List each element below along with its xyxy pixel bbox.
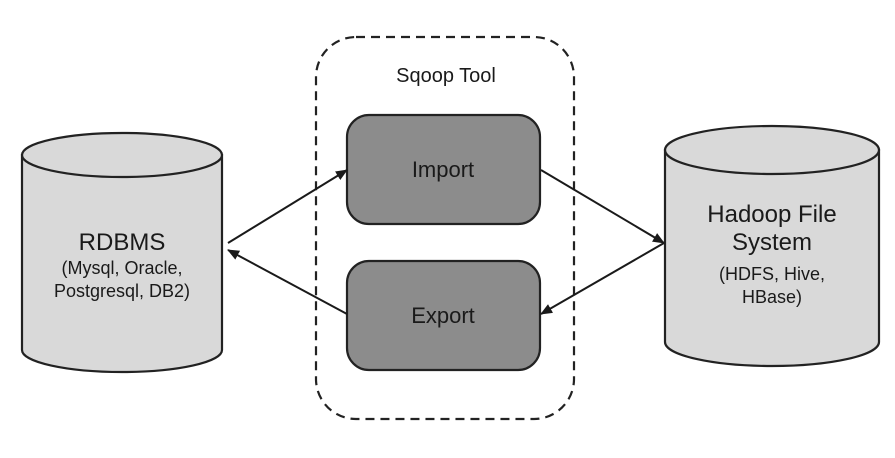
hadoop-title-line2: System <box>732 229 812 256</box>
sqoop-tool-title: Sqoop Tool <box>396 65 496 87</box>
rdbms-title: RDBMS <box>79 229 166 256</box>
rdbms-examples-line2: Postgresql, DB2) <box>54 281 190 301</box>
arrow-rdbms-to-import <box>227 169 348 244</box>
rdbms-examples-line1: (Mysql, Oracle, <box>61 258 182 278</box>
rdbms-cylinder-top <box>20 131 224 179</box>
hadoop-cylinder-body <box>663 148 881 368</box>
export-label: Export <box>411 303 475 328</box>
arrow-import-to-hadoop <box>540 169 665 244</box>
hadoop-cylinder-top <box>663 124 881 176</box>
arrow-hadoop-to-export <box>540 242 665 315</box>
hadoop-title-line1: Hadoop File <box>707 201 836 228</box>
import-box: Import <box>345 113 542 226</box>
sqoop-tool-container: Sqoop Tool <box>314 35 576 421</box>
export-box-rect <box>345 259 542 372</box>
hadoop-examples-line1: (HDFS, Hive, <box>719 264 825 284</box>
export-box: Export <box>345 259 542 372</box>
sqoop-tool-border <box>314 35 576 421</box>
import-label: Import <box>412 157 474 182</box>
hadoop-cylinder: Hadoop File System (HDFS, Hive, HBase) <box>663 124 881 368</box>
rdbms-cylinder: RDBMS (Mysql, Oracle, Postgresql, DB2) <box>20 131 224 374</box>
hadoop-examples-line2: HBase) <box>742 287 802 307</box>
arrow-export-to-rdbms <box>227 249 348 315</box>
rdbms-cylinder-body <box>20 153 224 374</box>
